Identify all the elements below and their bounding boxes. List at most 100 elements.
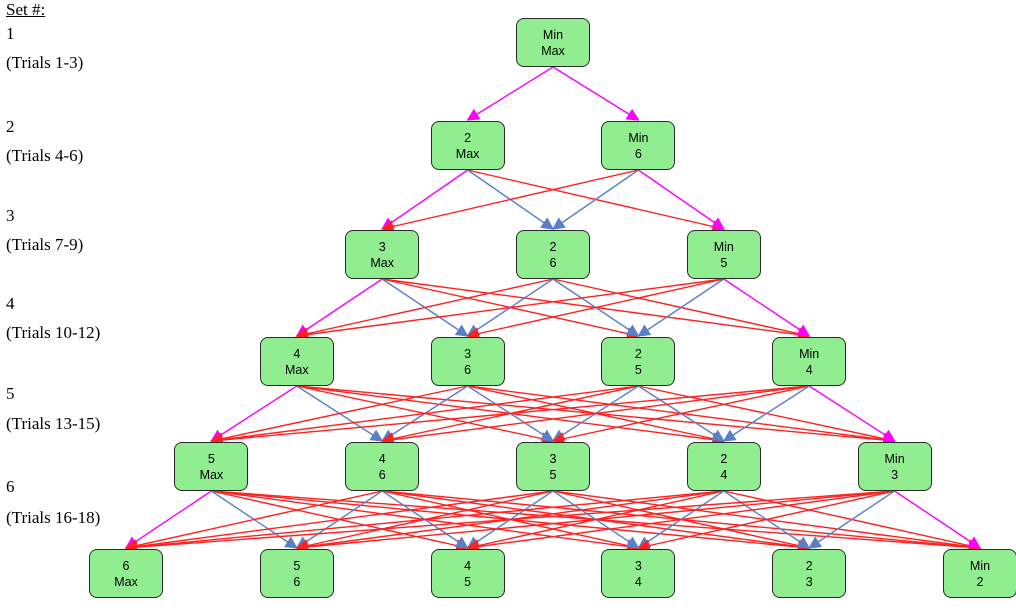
node-top-label: 2 [805, 558, 813, 573]
node-bottom-label: 6 [464, 362, 472, 377]
edge-l4n4-to-l5n4 [722, 385, 810, 442]
node-top-label: 4 [378, 451, 386, 466]
node-bottom-label: 5 [549, 467, 557, 482]
node-bottom-label: 4 [634, 574, 642, 589]
set-number-3: 3 [6, 206, 15, 225]
edge-l5n1-to-l6n1 [124, 490, 212, 549]
node-top-label: 2 [634, 346, 642, 361]
edge-l3n3-to-l4n2 [466, 278, 724, 340]
set-trials-5: (Trials 13-15) [6, 414, 101, 433]
edge-l4n3-to-l5n1 [210, 385, 639, 446]
node-bottom-label: Max [114, 574, 138, 589]
set-number-4: 4 [6, 294, 15, 313]
node-bottom-label: Max [284, 362, 309, 377]
node-top-label: 3 [634, 558, 642, 573]
node-bottom-label: Max [199, 467, 224, 482]
node-top-label: 5 [293, 558, 301, 573]
edge-l4n2-to-l5n1 [210, 385, 468, 445]
node-bottom-label: 6 [549, 255, 557, 270]
node-top-label: 4 [293, 346, 301, 361]
edge-l2n2-to-l3n3 [638, 169, 725, 230]
node-top-label: 2 [549, 239, 557, 254]
node-bottom-label: 3 [805, 574, 813, 589]
edge-l5n5-to-l6n6 [894, 490, 982, 549]
node-top-label: 4 [464, 558, 472, 573]
edge-l5n5-to-l6n4 [637, 490, 895, 552]
node-bottom-label: 6 [634, 146, 642, 161]
node-bottom-label: Max [370, 255, 394, 270]
edge-l5n5-to-l6n1 [124, 490, 895, 554]
node-top-label: Min [628, 130, 649, 145]
set-number-2: 2 [6, 117, 15, 136]
set-trials-2: (Trials 4-6) [6, 146, 84, 165]
edge-l3n3-to-l4n1 [295, 278, 724, 341]
node-top-label: 3 [549, 451, 557, 466]
edge-l5n5-to-l6n2 [295, 490, 895, 554]
edge-l3n3-to-l4n4 [723, 278, 811, 337]
node-bottom-label: 4 [720, 467, 728, 482]
set-trials-4: (Trials 10-12) [6, 323, 101, 342]
edge-l4n4-to-l5n5 [808, 385, 896, 442]
set-number-1: 1 [6, 24, 15, 43]
node-bottom-label: Max [455, 146, 480, 161]
set-header: Set #: [6, 0, 46, 19]
edge-l5n5-to-l6n5 [808, 490, 895, 549]
edge-l3n3-to-l4n3 [637, 278, 725, 337]
node-top-label: 5 [207, 451, 215, 466]
node-top-label: 6 [122, 558, 130, 573]
node-top-label: 2 [720, 451, 728, 466]
edge-l4n1-to-l5n1 [210, 385, 298, 442]
node-top-label: Min [542, 27, 564, 42]
edge-l1n1-to-l2n2 [552, 66, 640, 121]
edge-l4n4-to-l5n3 [551, 385, 810, 445]
node-top-label: Min [713, 239, 734, 254]
node-top-label: Min [969, 558, 991, 573]
node-bottom-label: 5 [720, 255, 728, 270]
node-top-label: Min [799, 346, 820, 361]
edge-l4n4-to-l5n2 [380, 385, 810, 446]
node-bottom-label: 5 [634, 362, 642, 377]
node-bottom-label: 5 [464, 574, 472, 589]
edge-l2n1-to-l3n1 [381, 169, 468, 230]
node-top-label: 2 [464, 130, 472, 145]
set-trials-3: (Trials 7-9) [6, 235, 84, 254]
edge-l4n4-to-l5n1 [210, 385, 810, 447]
edge-l2n2-to-l3n2 [551, 169, 639, 230]
node-bottom-label: 3 [891, 467, 899, 482]
set-number-5: 5 [6, 384, 15, 403]
edge-l5n5-to-l6n3 [466, 490, 895, 553]
set-number-6: 6 [6, 477, 15, 496]
edge-l5n2-to-l6n1 [124, 490, 383, 552]
node-bottom-label: 2 [976, 574, 984, 589]
edge-l2n2-to-l3n1 [380, 169, 639, 233]
node-top-label: 3 [464, 346, 472, 361]
node-bottom-label: 4 [805, 362, 813, 377]
node-bottom-label: Max [541, 43, 565, 58]
set-trials-6: (Trials 16-18) [6, 508, 101, 527]
node-top-label: Min [884, 451, 905, 466]
edge-l5n3-to-l6n1 [124, 490, 554, 553]
edge-l3n2-to-l4n1 [295, 278, 554, 340]
